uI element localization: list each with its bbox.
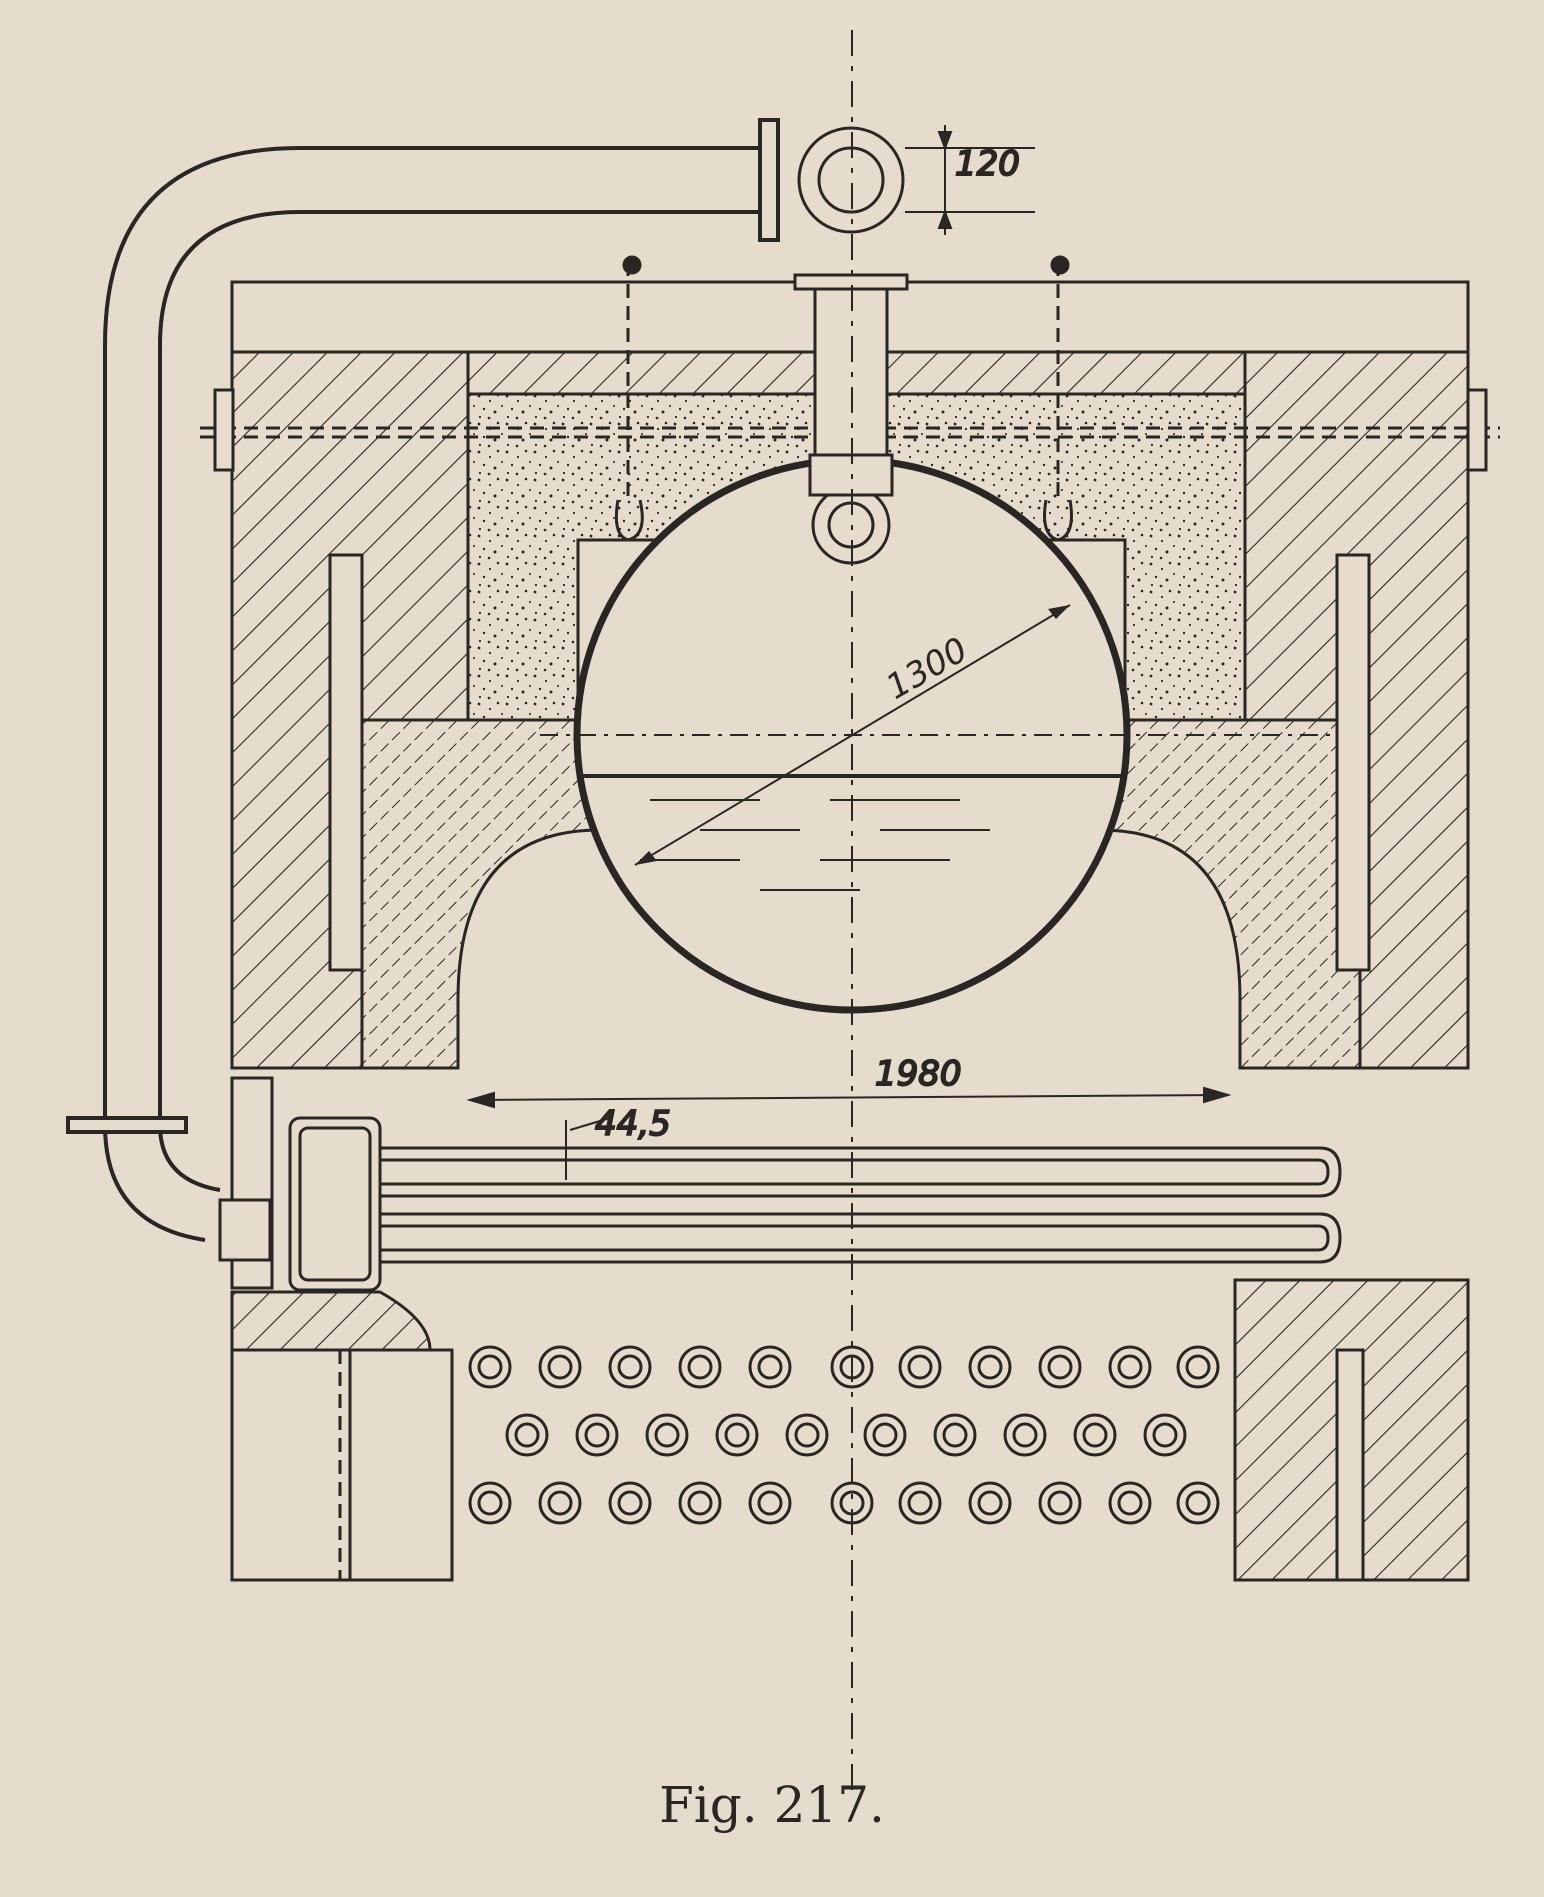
grate-tube-ring bbox=[547, 1490, 573, 1516]
grate-tube-ring bbox=[1047, 1490, 1073, 1516]
grate-tube-ring bbox=[794, 1422, 820, 1448]
grate-tube-ring bbox=[678, 1345, 722, 1389]
grate-tube-ring bbox=[748, 1481, 792, 1525]
grate-tube-ring bbox=[575, 1413, 619, 1457]
grate-tube-ring bbox=[1012, 1422, 1038, 1448]
grate-tube-ring bbox=[584, 1422, 610, 1448]
grate-tube-ring bbox=[538, 1345, 582, 1389]
pipe-diameter-label: 120 bbox=[955, 144, 1020, 184]
grate-tube-ring bbox=[1038, 1481, 1082, 1525]
grate-tube-ring bbox=[547, 1354, 573, 1380]
grate-tube-ring bbox=[942, 1422, 968, 1448]
grate-tube-ring bbox=[863, 1413, 907, 1457]
grate-tube-ring bbox=[1185, 1354, 1211, 1380]
grate-tube-ring bbox=[468, 1345, 512, 1389]
grate-tube-ring bbox=[617, 1490, 643, 1516]
grate-tube-ring bbox=[1108, 1481, 1152, 1525]
grate-tube-ring bbox=[907, 1490, 933, 1516]
grate-tube-ring bbox=[933, 1413, 977, 1457]
superheater-tubes bbox=[218, 1076, 1342, 1292]
drum-hangers bbox=[614, 255, 1073, 542]
grate-tube-ring bbox=[757, 1354, 783, 1380]
grate-tube-ring bbox=[748, 1345, 792, 1389]
grate-tube-ring bbox=[608, 1345, 652, 1389]
drum-diameter-dimension-line bbox=[634, 604, 1071, 866]
grate-tube-ring bbox=[839, 1490, 865, 1516]
grate-tube-ring bbox=[654, 1422, 680, 1448]
grate-tube-ring bbox=[1047, 1354, 1073, 1380]
grate-tube-ring bbox=[505, 1413, 549, 1457]
grate-tube-ring bbox=[687, 1354, 713, 1380]
pipe-dimension: 120 bbox=[905, 125, 1035, 235]
grate-tube-ring bbox=[645, 1413, 689, 1457]
grate-tube-ring bbox=[757, 1490, 783, 1516]
grate-tubes bbox=[468, 1345, 1220, 1525]
grate-tube-ring bbox=[1185, 1490, 1211, 1516]
grate-tube-ring bbox=[1003, 1413, 1047, 1457]
tube-spacing-dimension: 44,5 bbox=[565, 1103, 672, 1180]
grate-tube-ring bbox=[1117, 1490, 1143, 1516]
tube-spacing-label: 44,5 bbox=[595, 1104, 671, 1144]
grate-tube-ring bbox=[898, 1345, 942, 1389]
grate-tube-ring bbox=[477, 1354, 503, 1380]
grate-tube-ring bbox=[907, 1354, 933, 1380]
grate-tube-ring bbox=[1038, 1345, 1082, 1389]
grate-tube-ring bbox=[830, 1345, 874, 1389]
grate-tube-ring bbox=[977, 1354, 1003, 1380]
grate-tube-ring bbox=[514, 1422, 540, 1448]
furnace-width-label: 1980 bbox=[875, 1054, 962, 1094]
grate-tube-ring bbox=[968, 1481, 1012, 1525]
grate-tube-ring bbox=[839, 1354, 865, 1380]
superheater-pipe bbox=[66, 118, 780, 1242]
grate-tube-ring bbox=[687, 1490, 713, 1516]
grate-tube-ring bbox=[468, 1481, 512, 1525]
grate-tube-ring bbox=[617, 1354, 643, 1380]
grate-tube-ring bbox=[1073, 1413, 1117, 1457]
water-lines bbox=[640, 799, 990, 891]
grate-tube-ring bbox=[785, 1413, 829, 1457]
grate-tube-ring bbox=[477, 1490, 503, 1516]
steam-drum: 1300 bbox=[540, 456, 1330, 1014]
grate-tube-ring bbox=[968, 1345, 1012, 1389]
lower-left-frame bbox=[230, 1348, 454, 1582]
grate-tube-ring bbox=[715, 1413, 759, 1457]
grate-tube-ring bbox=[1176, 1481, 1220, 1525]
grate-tube-ring bbox=[608, 1481, 652, 1525]
grate-tube-ring bbox=[724, 1422, 750, 1448]
grate-tube-ring bbox=[872, 1422, 898, 1448]
figure-caption: Fig. 217. bbox=[659, 1776, 885, 1834]
furnace-width-dimension: 1980 bbox=[466, 1053, 1232, 1109]
grate-tube-ring bbox=[977, 1490, 1003, 1516]
grate-tube-ring bbox=[538, 1481, 582, 1525]
grate-tube-ring bbox=[1082, 1422, 1108, 1448]
grate-tube-ring bbox=[678, 1481, 722, 1525]
grate-tube-ring bbox=[1176, 1345, 1220, 1389]
grate-tube-ring bbox=[898, 1481, 942, 1525]
grate-tube-ring bbox=[830, 1481, 874, 1525]
grate-tube-ring bbox=[1117, 1354, 1143, 1380]
grate-tube-ring bbox=[1152, 1422, 1178, 1448]
wall-slots bbox=[328, 553, 1371, 1582]
grate-tube-ring bbox=[1143, 1413, 1187, 1457]
grate-tube-ring bbox=[1108, 1345, 1152, 1389]
lower-left-block bbox=[230, 1290, 432, 1352]
